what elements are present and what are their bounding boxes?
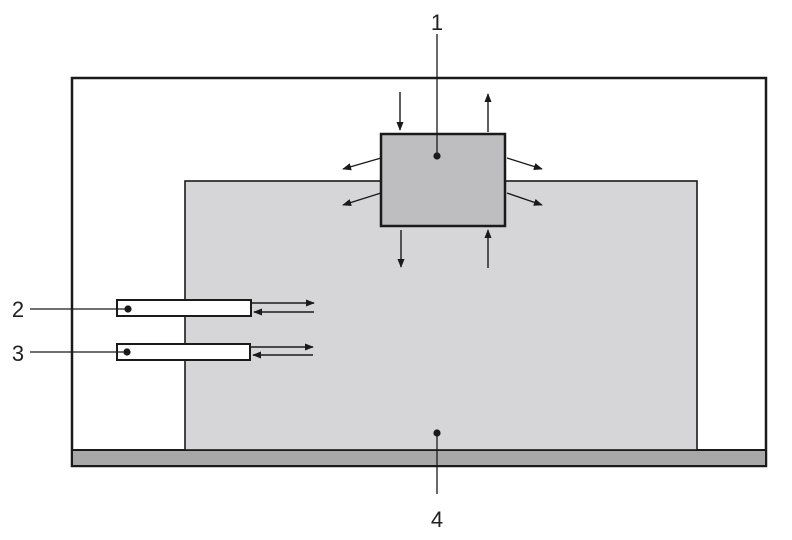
label-3: 3 bbox=[12, 341, 24, 366]
arrow-right-lower bbox=[506, 192, 543, 206]
label-2: 2 bbox=[12, 297, 24, 322]
probe-2 bbox=[116, 299, 252, 317]
probe-3 bbox=[116, 343, 251, 361]
arrow-left-upper bbox=[342, 157, 382, 171]
label-4: 4 bbox=[431, 507, 443, 532]
heat-flow-arrows-probes bbox=[251, 299, 315, 359]
arrow-right-upper bbox=[506, 157, 543, 171]
heat-flow-arrows-box bbox=[342, 92, 543, 268]
base-plate bbox=[71, 449, 767, 467]
label-1: 1 bbox=[431, 10, 443, 35]
arrow-left-lower bbox=[342, 192, 382, 206]
small-box bbox=[379, 132, 507, 228]
